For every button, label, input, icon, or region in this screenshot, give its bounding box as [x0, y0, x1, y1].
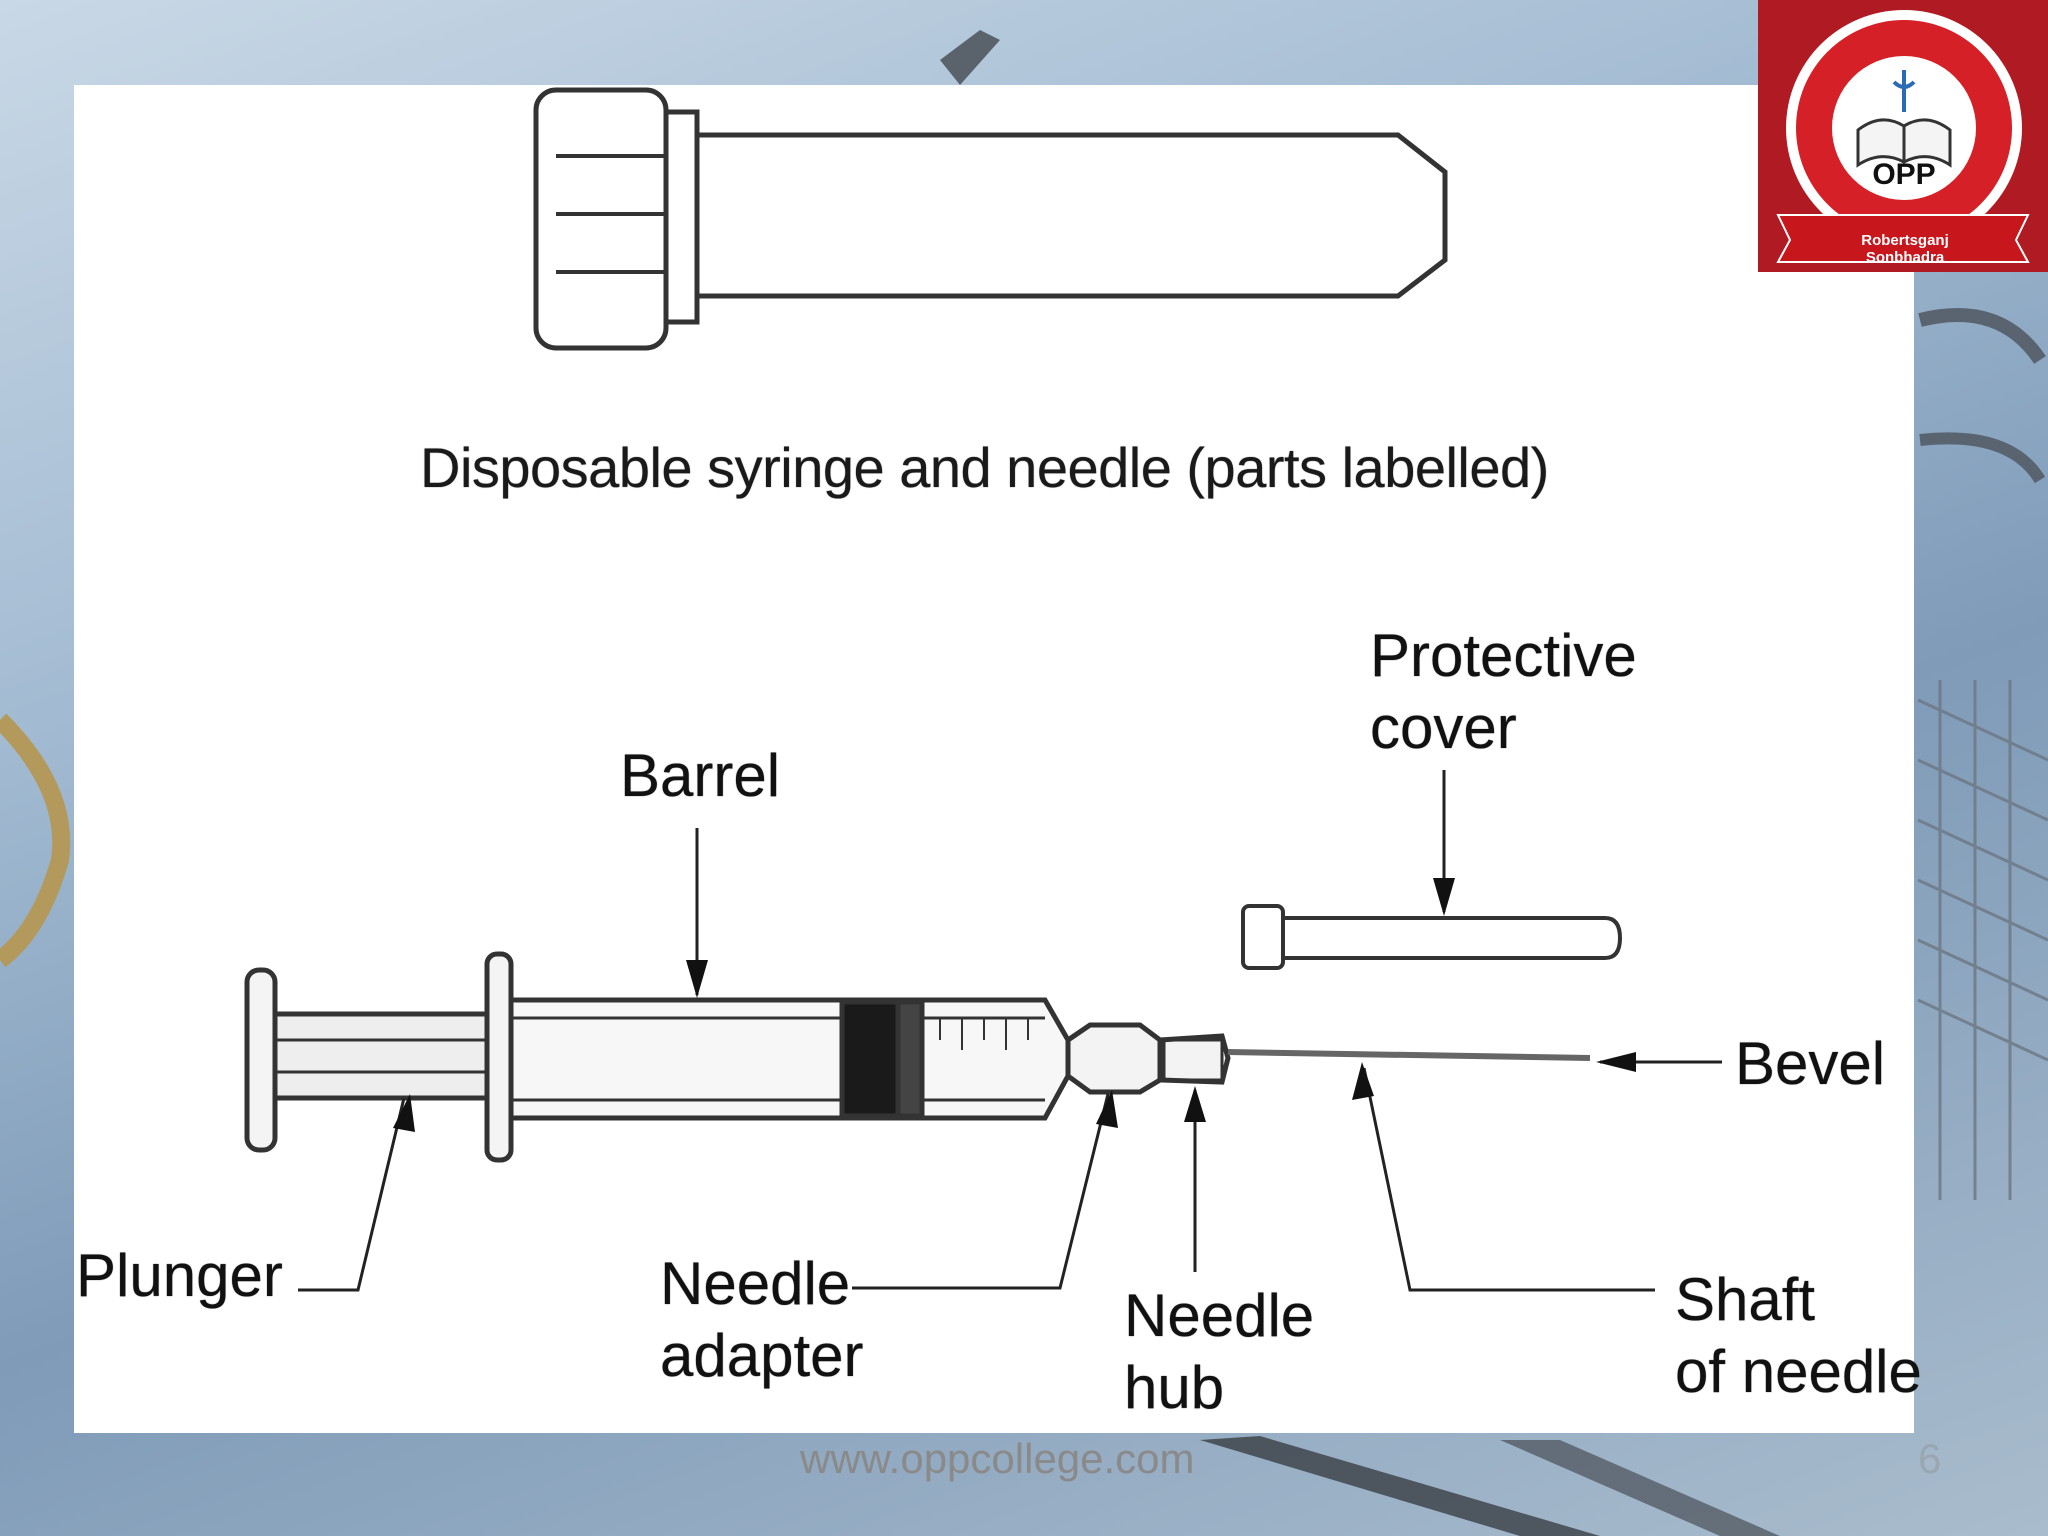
label-needle-adapter: Needle adapter: [660, 1250, 864, 1389]
label-protective-cover: Protective cover: [1370, 622, 1637, 761]
label-plunger: Plunger: [76, 1242, 283, 1309]
syringe-drawing: [244, 951, 1591, 1163]
logo-mark-text: OPP: [1872, 158, 1936, 191]
diagram-caption: Disposable syringe and needle (parts lab…: [420, 436, 1549, 499]
large-needle-cap-drawing: [533, 87, 1448, 351]
label-arrowheads: [393, 878, 1636, 1132]
protective-cover-drawing: [1241, 904, 1623, 970]
label-barrel: Barrel: [620, 742, 781, 809]
label-shaft-of-needle: Shaft of needle: [1675, 1266, 1922, 1405]
logo-location-text: Robertsganj Sonbhadra: [1861, 232, 1949, 266]
label-bevel: Bevel: [1735, 1030, 1886, 1097]
college-logo: [1758, 0, 2048, 272]
label-needle-hub: Needle hub: [1124, 1282, 1315, 1421]
slide-number: 6: [1918, 1435, 1942, 1482]
slide-content-panel: [74, 85, 1914, 1433]
label-leader-lines: [298, 770, 1722, 1292]
footer-url: www.oppcollege.com: [800, 1435, 1195, 1482]
